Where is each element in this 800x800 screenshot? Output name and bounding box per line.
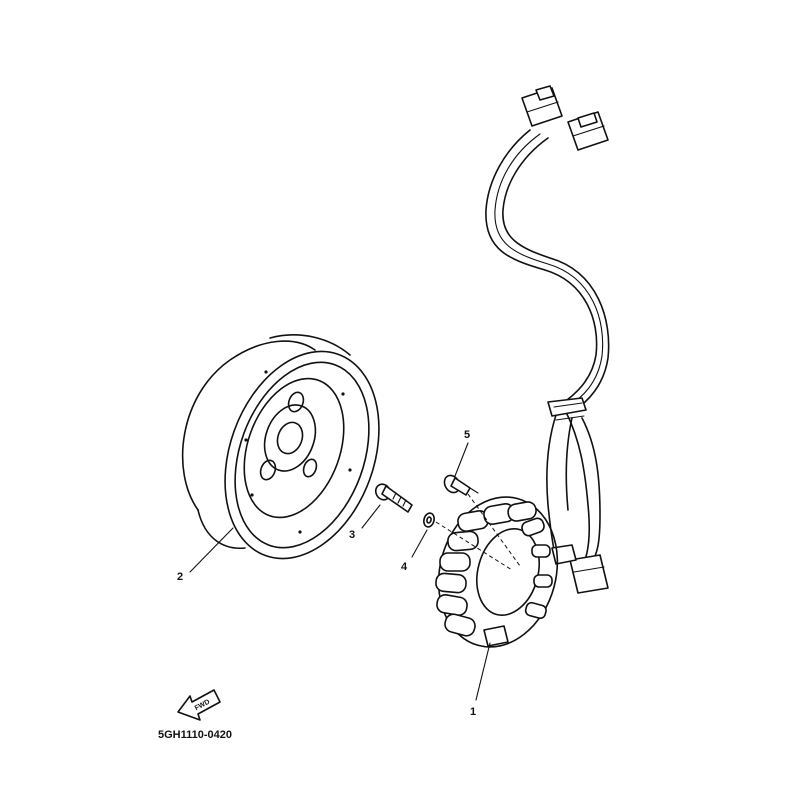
callout-4: 4 (401, 529, 428, 573)
callout-label-4: 4 (401, 561, 408, 573)
callout-1: 1 (470, 642, 491, 718)
callout-3: 3 (349, 504, 381, 541)
callout-label-5: 5 (464, 429, 470, 441)
bolt-3 (374, 483, 413, 513)
rotor-flywheel (181, 334, 380, 560)
rim-holes (244, 370, 352, 534)
callout-5: 5 (454, 429, 470, 477)
stator-coils (435, 501, 553, 637)
callout-label-1: 1 (470, 706, 476, 718)
stator-assembly (435, 493, 559, 648)
wire-harness (485, 129, 610, 566)
callout-label-3: 3 (349, 529, 355, 541)
diagram-code: 5GH1110-0420 (158, 729, 232, 741)
screw-5 (443, 474, 479, 496)
washer-4 (423, 512, 435, 528)
connector-a (521, 85, 563, 127)
harness-grommet (547, 397, 587, 421)
fwd-arrow-icon: FWD (177, 689, 221, 721)
connector-b (567, 111, 609, 151)
pickup-coil (551, 544, 609, 594)
callout-label-2: 2 (177, 571, 183, 583)
callout-2: 2 (177, 527, 234, 583)
